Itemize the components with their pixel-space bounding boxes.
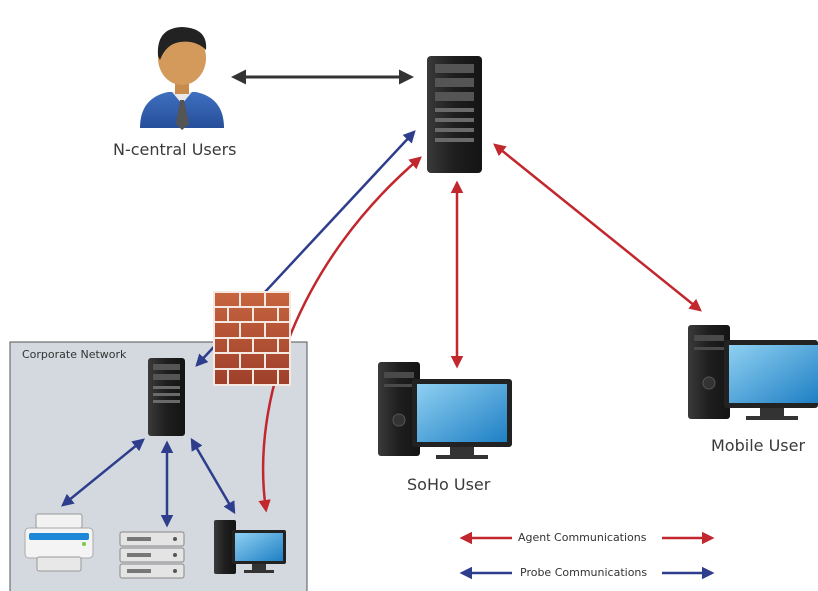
- ncentral-users-label: N-central Users: [113, 140, 237, 159]
- legend-probe-label: Probe Communications: [520, 566, 648, 579]
- probe-link-printer: [61, 438, 145, 507]
- corporate-pc-icon: [214, 520, 286, 574]
- firewall-icon: [213, 291, 291, 386]
- legend-agent-label: Agent Communications: [518, 531, 647, 544]
- probe-link-pc: [190, 437, 236, 515]
- internal-server-icon: [148, 358, 185, 436]
- soho-user-label: SoHo User: [407, 475, 491, 494]
- soho-pc-icon: [378, 362, 512, 459]
- user-icon: [140, 27, 224, 130]
- agent-link-mobile: [493, 143, 702, 312]
- printer-icon: [24, 513, 94, 572]
- corporate-network-label: Corporate Network: [22, 348, 127, 361]
- mobile-user-label: Mobile User: [711, 436, 806, 455]
- mobile-pc-icon: [688, 325, 818, 420]
- agent-link-internet: [258, 156, 422, 513]
- central-server-icon: [427, 56, 482, 173]
- rack-server-icon: [119, 531, 185, 579]
